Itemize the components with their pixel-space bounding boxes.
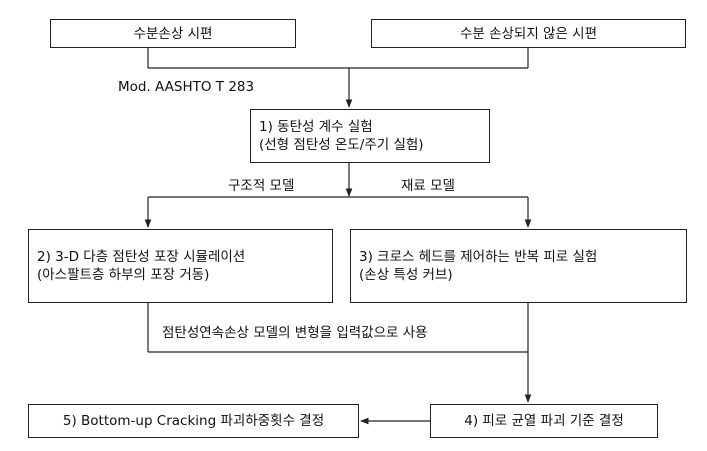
node-step2-subtitle: (아스팔트층 하부의 포장 거동) (37, 267, 210, 283)
label-material-model: 재료 모델 (401, 178, 455, 194)
node-step5-bottom-up-cracking: 5) Bottom-up Cracking 파괴하중횟수 결정 (28, 404, 359, 438)
label-structural-model: 구조적 모델 (228, 178, 295, 194)
label-strain-input: 점탄성연속손상 모델의 변형을 입력값으로 사용 (162, 325, 428, 341)
node-step2-3d-simulation: 2) 3-D 다층 점탄성 포장 시뮬레이션 (아스팔트층 하부의 포장 거동) (28, 229, 333, 303)
node-step5-text: 5) Bottom-up Cracking 파괴하중횟수 결정 (62, 413, 325, 429)
node-damaged-specimen: 수분손상 시편 (50, 19, 296, 48)
node-undamaged-specimen-text: 수분 손상되지 않은 시편 (459, 25, 598, 42)
label-test-method: Mod. AASHTO T 283 (118, 79, 255, 95)
node-step4-text: 4) 피로 균열 파괴 기준 결정 (464, 413, 624, 429)
node-undamaged-specimen: 수분 손상되지 않은 시편 (371, 19, 686, 48)
node-step3-subtitle: (손상 특성 커브) (359, 267, 453, 283)
node-step1-dynamic-modulus-test: 1) 동탄성 계수 실험 (선형 점탄성 온도/주기 실험) (250, 109, 490, 163)
node-step2-title: 2) 3-D 다층 점탄성 포장 시뮬레이션 (37, 249, 246, 265)
node-step1-subtitle: (선형 점탄성 온도/주기 실험) (259, 137, 424, 153)
node-step4-failure-criterion: 4) 피로 균열 파괴 기준 결정 (430, 404, 658, 438)
node-step3-fatigue-test: 3) 크로스 헤드를 제어하는 반복 피로 실험 (손상 특성 커브) (350, 229, 687, 303)
node-damaged-specimen-text: 수분손상 시편 (133, 25, 213, 42)
node-step3-title: 3) 크로스 헤드를 제어하는 반복 피로 실험 (359, 249, 598, 265)
node-step1-title: 1) 동탄성 계수 실험 (259, 119, 373, 135)
